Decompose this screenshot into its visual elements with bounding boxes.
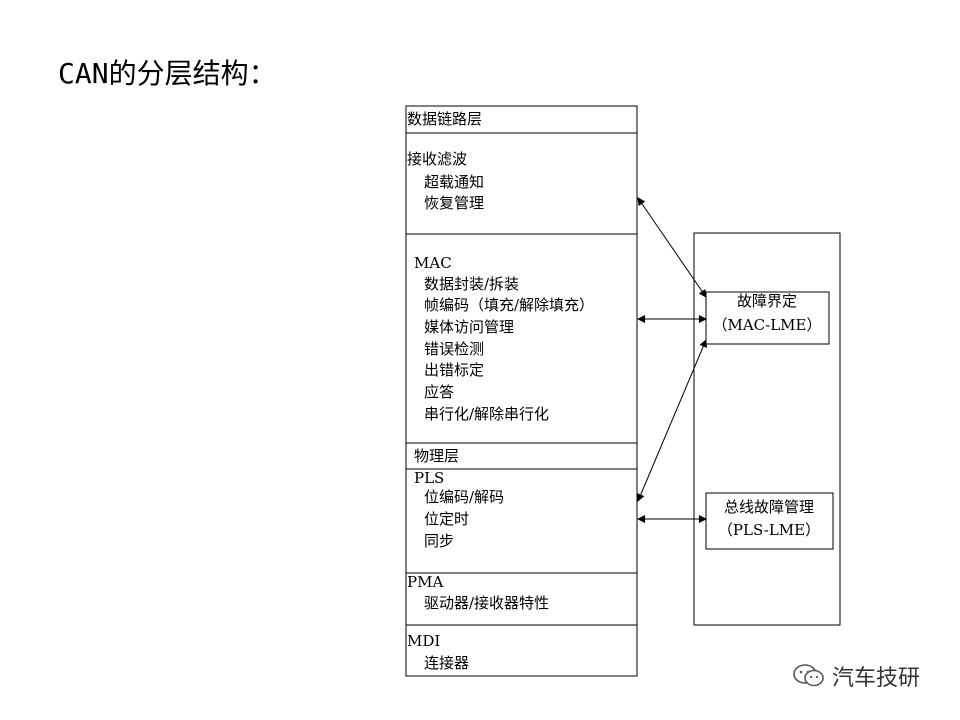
arrow-pls-to-fault [637,339,707,502]
mac-item: 出错标定 [424,361,484,379]
bus-failure-line2: （PLS-LME） [718,521,820,539]
mac-item: 媒体访问管理 [424,318,514,336]
llc-box [405,132,638,235]
watermark-text: 汽车技研 [832,666,921,691]
llc-heading: 接收滤波 [407,150,467,168]
llc-item: 超载通知 [424,173,484,191]
mac-item: 数据封装/拆装 [424,275,519,293]
pls-item: 同步 [424,532,454,550]
bus-failure-line1: 总线故障管理 [724,498,814,516]
pls-item: 位编码/解码 [424,488,504,506]
mac-item: 串行化/解除串行化 [424,405,549,423]
mac-item: 帧编码（填充/解除填充） [424,296,594,314]
mac-box [405,233,638,444]
pma-item: 驱动器/接收器特性 [424,594,549,612]
llc-item: 恢复管理 [424,194,484,212]
bus-failure-box [705,492,834,550]
mdi-box [405,624,638,677]
watermark: 汽车技研 [792,660,920,692]
wechat-icon [793,664,824,687]
arrow-llc-to-fault [637,197,707,298]
mac-heading: MAC [414,254,452,272]
pma-heading: PMA [407,573,443,591]
pls-item: 位定时 [424,510,469,528]
fault-confinement-line1: 故障界定 [737,292,797,310]
mdi-heading: MDI [407,632,440,650]
mac-item: 错误检测 [424,340,484,358]
page-title: CAN的分层结构： [58,57,277,90]
data-link-header-label: 数据链路层 [407,110,482,128]
physical-header-label: 物理层 [414,447,459,465]
fault-confinement-line2: （MAC-LME） [712,316,821,334]
data-link-header-box [405,105,638,134]
pls-heading: PLS [414,469,444,487]
mdi-item: 连接器 [424,654,469,672]
mac-item: 应答 [424,383,454,401]
